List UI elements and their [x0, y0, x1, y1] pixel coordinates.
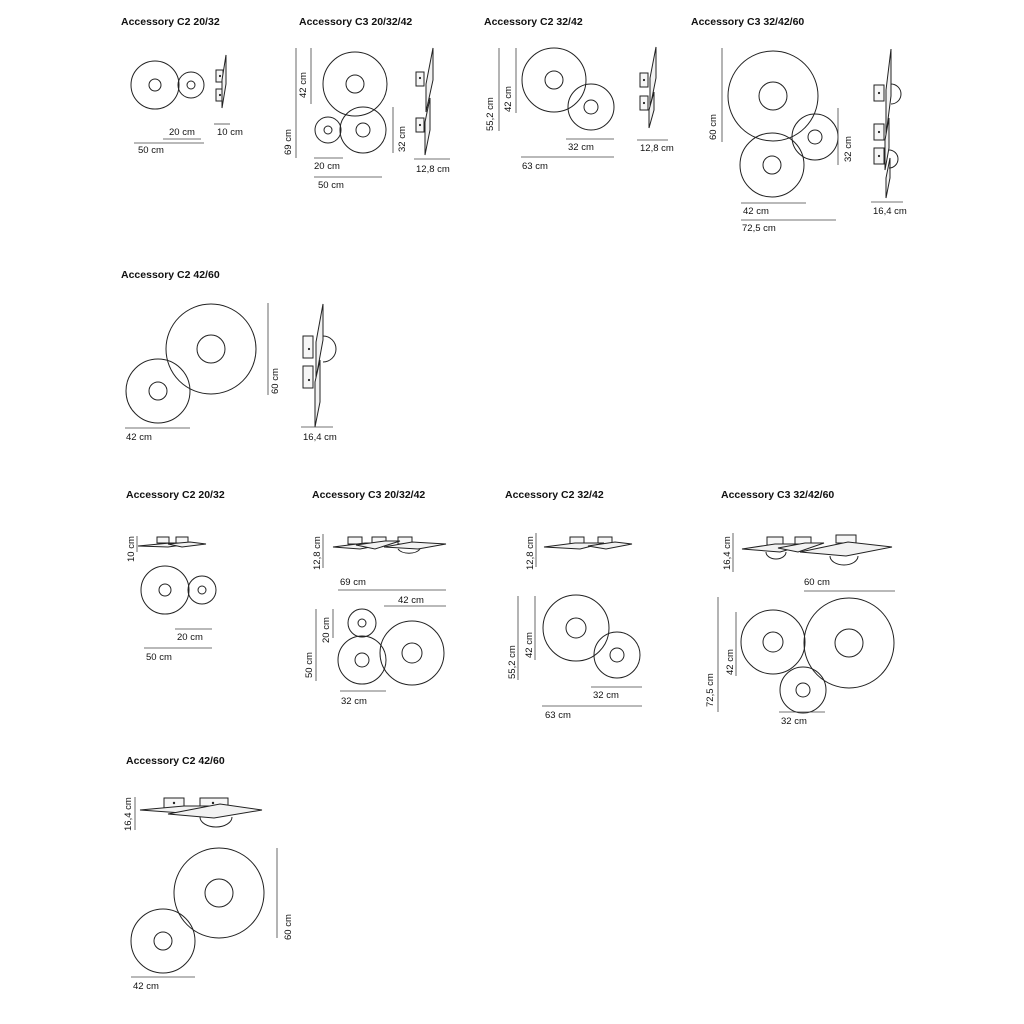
dim-a2-h3: 32 cm [397, 126, 408, 152]
side-view-b5: 16,4 cm [123, 797, 263, 831]
front-view-a4: 60 cm 32 cm 42 cm 72,5 cm [708, 48, 854, 234]
dim-b4-h1: 42 cm [725, 649, 736, 675]
dim-a4-h1: 60 cm [708, 114, 719, 140]
dim-a3-d: 12,8 cm [640, 143, 674, 154]
dim-a4-d: 16,4 cm [873, 206, 907, 217]
dim-a4-h2: 32 cm [843, 136, 854, 162]
dim-b3-w2: 63 cm [545, 710, 571, 721]
dim-a3-h1: 55,2 cm [485, 97, 496, 131]
title-a3: Accessory C2 32/42 [484, 16, 583, 28]
dim-b1-w2: 50 cm [146, 652, 172, 663]
dim-b4-h2: 72,5 cm [705, 673, 716, 707]
title-a5: Accessory C2 42/60 [121, 269, 220, 281]
front-view-b3: 55,2 cm 42 cm 32 cm 63 cm [507, 594, 642, 721]
dim-a5-w: 42 cm [126, 432, 152, 443]
dim-b2-w1: 69 cm [340, 577, 366, 588]
dim-b4-d: 16,4 cm [722, 536, 733, 570]
dim-a2-h1: 42 cm [298, 72, 309, 98]
dim-b3-w1: 32 cm [593, 690, 619, 701]
dim-a3-w1: 32 cm [568, 142, 594, 153]
dim-a5-d: 16,4 cm [303, 432, 337, 443]
front-view-b4: 42 cm 72,5 cm 32 cm [705, 597, 895, 727]
dim-b2-d: 12,8 cm [312, 536, 323, 570]
dim-b3-d: 12,8 cm [525, 536, 536, 570]
side-view-b2: 12,8 cm 69 cm 42 cm [312, 534, 447, 607]
side-view-a4: 16,4 cm [871, 48, 907, 217]
side-view-a2: 12,8 cm [414, 47, 450, 175]
title-b1: Accessory C2 20/32 [126, 489, 225, 501]
title-b3: Accessory C2 32/42 [505, 489, 604, 501]
dim-b5-h: 60 cm [283, 914, 294, 940]
title-b4: Accessory C3 32/42/60 [721, 489, 834, 501]
dim-b2-h2: 50 cm [304, 652, 315, 678]
front-view-b1: 20 cm 50 cm [140, 565, 217, 663]
dim-b1-d: 10 cm [126, 536, 137, 562]
dim-a5-h: 60 cm [270, 368, 281, 394]
dim-a2-w1: 20 cm [314, 161, 340, 172]
dim-b5-d: 16,4 cm [123, 797, 134, 831]
title-b5: Accessory C2 42/60 [126, 755, 225, 767]
side-view-b4: 16,4 cm 60 cm [722, 533, 895, 592]
side-view-b1: 10 cm [126, 536, 207, 562]
front-view-a5: 60 cm 42 cm [125, 303, 281, 443]
dim-a3-h2: 42 cm [503, 86, 514, 112]
side-view-a3: 12,8 cm [637, 46, 674, 154]
dim-b1-w1: 20 cm [177, 632, 203, 643]
title-a1: Accessory C2 20/32 [121, 16, 220, 28]
front-view-b2: 20 cm 50 cm 32 cm [304, 608, 445, 707]
dim-b3-h2: 42 cm [524, 632, 535, 658]
dim-a4-w2: 72,5 cm [742, 223, 776, 234]
dim-a2-d: 12,8 cm [416, 164, 450, 175]
dim-b5-w: 42 cm [133, 981, 159, 992]
dim-b2-w3: 32 cm [341, 696, 367, 707]
side-view-a5: 16,4 cm [301, 303, 337, 443]
dim-a1-w1: 20 cm [169, 127, 195, 138]
dim-a2-h2: 69 cm [283, 129, 294, 155]
dim-b3-h1: 55,2 cm [507, 645, 518, 679]
dim-a1-w2: 50 cm [138, 145, 164, 156]
dim-b4-w2: 32 cm [781, 716, 807, 727]
front-view-b5: 60 cm 42 cm [130, 847, 294, 992]
front-view-a2: 42 cm 69 cm 32 cm 20 cm 50 cm [283, 48, 408, 191]
side-view-a1: 10 cm [214, 54, 243, 138]
front-view-a3: 55,2 cm 42 cm 32 cm 63 cm [485, 47, 615, 172]
dim-b2-w2: 42 cm [398, 595, 424, 606]
title-a4: Accessory C3 32/42/60 [691, 16, 804, 28]
dim-a3-w2: 63 cm [522, 161, 548, 172]
dim-b4-w1: 60 cm [804, 577, 830, 588]
dim-b2-h1: 20 cm [321, 617, 332, 643]
side-view-b3: 12,8 cm [525, 533, 633, 570]
title-a2: Accessory C3 20/32/42 [299, 16, 412, 28]
dim-a1-d: 10 cm [217, 127, 243, 138]
dim-a2-w2: 50 cm [318, 180, 344, 191]
front-view-a1: 20 cm 50 cm [130, 60, 205, 156]
title-b2: Accessory C3 20/32/42 [312, 489, 425, 501]
dim-a4-w1: 42 cm [743, 206, 769, 217]
